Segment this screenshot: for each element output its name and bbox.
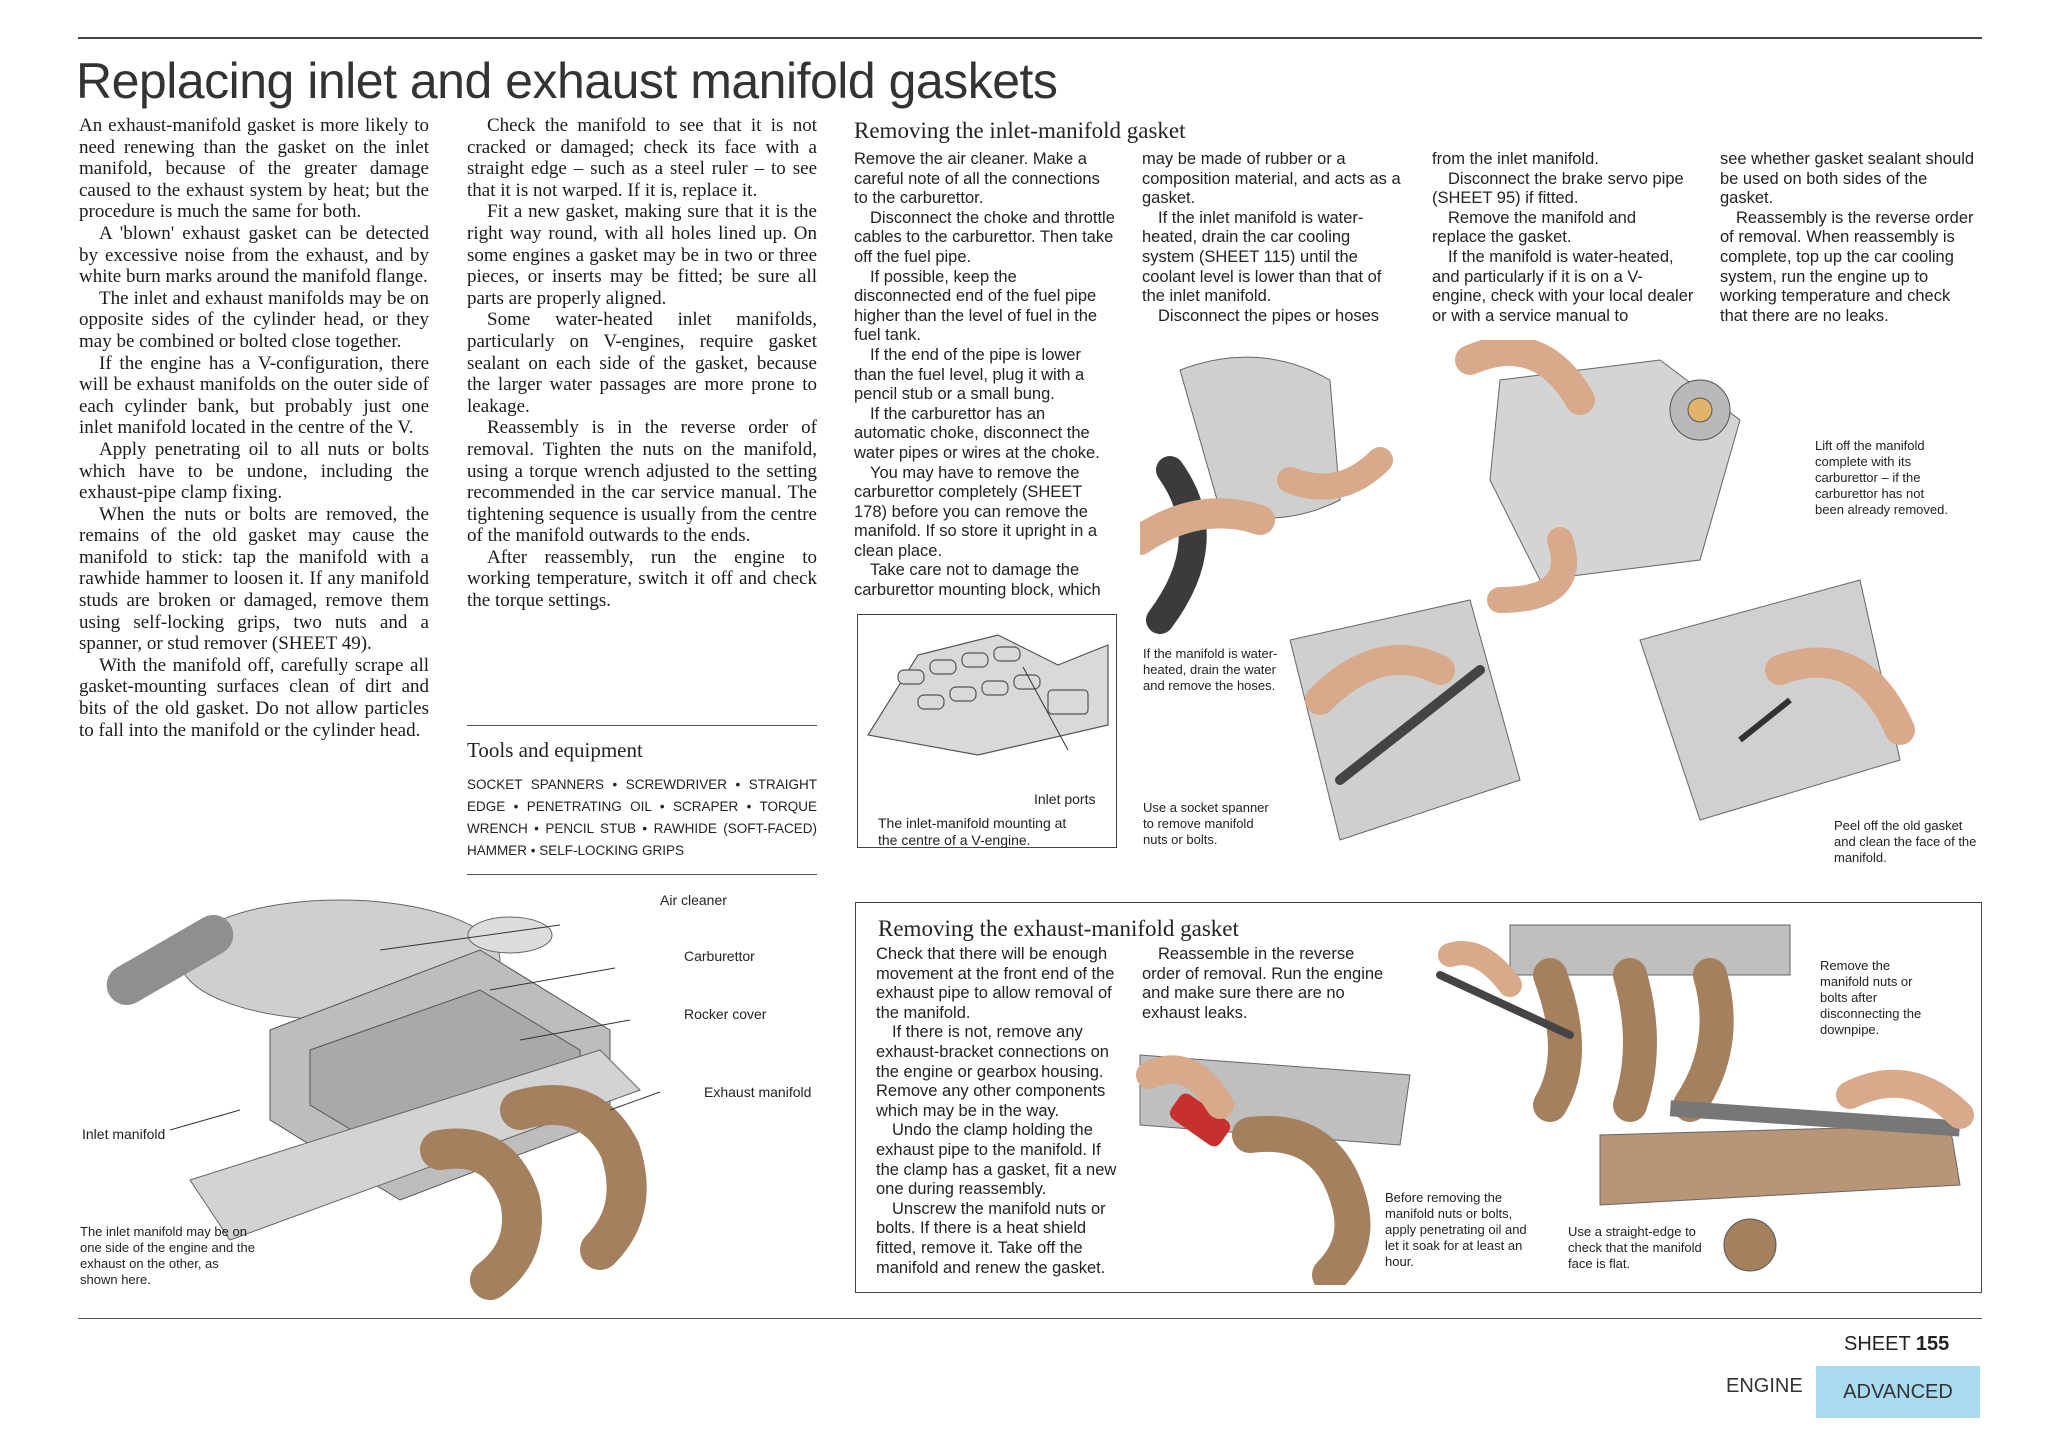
paragraph: If possible, keep the disconnected end o… xyxy=(854,267,1098,345)
paragraph: Apply penetrating oil to all nuts or bol… xyxy=(79,438,429,504)
sheet-value: 155 xyxy=(1915,1333,1950,1355)
straight-edge-drawing xyxy=(1599,1069,1974,1272)
inlet-steps-illustration xyxy=(1140,340,1915,841)
paragraph: Remove the air cleaner. Make a careful n… xyxy=(854,150,1100,208)
drain-caption: If the manifold is water-heated, drain t… xyxy=(1143,646,1278,693)
spray-oil-drawing xyxy=(1136,1054,1411,1285)
intro-column-1: An exhaust-manifold gasket is more likel… xyxy=(79,115,429,741)
inlet-manifold-label: Inlet manifold xyxy=(82,1126,166,1142)
paragraph: Fit a new gasket, making sure that it is… xyxy=(467,201,817,309)
paragraph: Disconnect the choke and throttle cables… xyxy=(854,208,1115,266)
sheet-number: SHEET 155 xyxy=(1844,1333,1949,1356)
exhaust-column-1: Check that there will be enough movement… xyxy=(876,945,1124,1278)
paragraph: from the inlet manifold. xyxy=(1432,150,1599,168)
tools-rule-bottom xyxy=(467,874,817,875)
inlet-column-2: may be made of rubber or a composition m… xyxy=(1142,150,1404,326)
paragraph: Reassemble in the reverse order of remov… xyxy=(1142,945,1384,1022)
section-label: ENGINE xyxy=(1726,1375,1803,1397)
inlet-heading: Removing the inlet-manifold gasket xyxy=(854,118,1186,143)
inlet-column-3: from the inlet manifold. Disconnect the … xyxy=(1432,150,1694,326)
lift-caption: Lift off the manifold complete with its … xyxy=(1815,438,1948,517)
paragraph: may be made of rubber or a composition m… xyxy=(1142,150,1401,208)
paragraph: If the manifold is water-heated, and par… xyxy=(1432,247,1694,325)
paragraph: Reassembly is in the reverse order of re… xyxy=(467,417,817,547)
socket-caption: Use a socket spanner to remove manifold … xyxy=(1143,800,1269,847)
peel-gasket-drawing xyxy=(1639,579,1915,821)
remove-nuts-drawing xyxy=(1436,924,1791,1122)
exhaust-heading: Removing the exhaust-manifold gasket xyxy=(878,916,1239,941)
paragraph: Disconnect the brake servo pipe (SHEET 9… xyxy=(1432,169,1684,208)
inlet-column-1: Remove the air cleaner. Make a careful n… xyxy=(854,150,1116,601)
paragraph: After reassembly, run the engine to work… xyxy=(467,546,817,612)
inlet-mounting-caption: The inlet-manifold mounting at the centr… xyxy=(878,815,1067,848)
inlet-ports-label: Inlet ports xyxy=(1034,791,1096,807)
straight-edge-caption: Use a straight-edge to check that the ma… xyxy=(1568,1224,1702,1271)
engine-diagram xyxy=(106,899,661,1300)
tools-heading: Tools and equipment xyxy=(467,738,643,762)
top-rule xyxy=(78,37,1982,39)
hose-hands-drawing xyxy=(1140,356,1393,634)
paragraph: The inlet and exhaust manifolds may be o… xyxy=(79,287,429,352)
inlet-column-4: see whether gasket sealant should be use… xyxy=(1720,150,1982,326)
paragraph: Check that there will be enough movement… xyxy=(876,945,1115,1022)
paragraph: If the engine has a V-configuration, the… xyxy=(79,352,429,439)
oil-caption: Before removing the manifold nuts or bol… xyxy=(1385,1190,1527,1269)
remove-nuts-caption: Remove the manifold nuts or bolts after … xyxy=(1820,958,1922,1037)
peel-caption: Peel off the old gasket and clean the fa… xyxy=(1834,818,1977,865)
paragraph: An exhaust-manifold gasket is more likel… xyxy=(79,115,429,223)
paragraph: If the end of the pipe is lower than the… xyxy=(854,345,1085,404)
exhaust-section-box xyxy=(855,902,1982,1293)
paragraph: If the carburettor has an automatic chok… xyxy=(854,404,1100,462)
paragraph: Undo the clamp holding the exhaust pipe … xyxy=(876,1121,1117,1199)
exhaust-column-2: Reassemble in the reverse order of remov… xyxy=(1142,945,1390,1023)
sheet-label: SHEET xyxy=(1844,1333,1911,1355)
tools-rule-top xyxy=(467,725,817,726)
paragraph: Check the manifold to see that it is not… xyxy=(467,115,817,201)
paragraph: see whether gasket sealant should be use… xyxy=(1720,150,1975,208)
paragraph: Take care not to damage the carburettor … xyxy=(854,561,1101,600)
paragraph: Reassembly is the reverse order of remov… xyxy=(1720,208,1974,325)
v-engine-illustration xyxy=(858,615,1116,765)
page-title: Replacing inlet and exhaust manifold gas… xyxy=(76,53,1058,109)
socket-spanner-drawing xyxy=(1289,599,1521,841)
paragraph: Some water-heated inlet manifolds, parti… xyxy=(467,309,817,417)
paragraph: Disconnect the pipes or hoses xyxy=(1158,306,1380,325)
engine-diagram-caption: The inlet manifold may be on one side of… xyxy=(80,1224,255,1287)
exhaust-steps-illustration xyxy=(1136,924,1974,1285)
paragraph: Remove the manifold and replace the gask… xyxy=(1432,208,1637,247)
paragraph: When the nuts or bolts are removed, the … xyxy=(79,503,429,655)
paragraph: If there is not, remove any exhaust-brac… xyxy=(876,1023,1109,1120)
level-badge: ADVANCED xyxy=(1816,1366,1980,1418)
air-cleaner-label: Air cleaner xyxy=(660,892,727,908)
inlet-ports-figure: Inlet ports The inlet-manifold mounting … xyxy=(857,614,1117,848)
paragraph: You may have to remove the carburettor c… xyxy=(854,463,1098,560)
level-label: ADVANCED xyxy=(1843,1380,1953,1403)
carburettor-label: Carburettor xyxy=(684,948,755,964)
paragraph: Unscrew the manifold nuts or bolts. If t… xyxy=(876,1199,1106,1277)
tools-list: SOCKET SPANNERS • SCREWDRIVER • STRAIGHT… xyxy=(467,777,817,858)
carburettor-lift-drawing xyxy=(1455,340,1741,613)
bottom-rule xyxy=(78,1318,1982,1319)
paragraph: If the inlet manifold is water-heated, d… xyxy=(1142,208,1382,306)
exhaust-manifold-label: Exhaust manifold xyxy=(704,1084,812,1100)
rocker-cover-label: Rocker cover xyxy=(684,1006,767,1022)
paragraph: With the manifold off, carefully scrape … xyxy=(79,654,429,741)
intro-column-2: Check the manifold to see that it is not… xyxy=(467,115,817,612)
paragraph: A 'blown' exhaust gasket can be detected… xyxy=(79,222,429,288)
